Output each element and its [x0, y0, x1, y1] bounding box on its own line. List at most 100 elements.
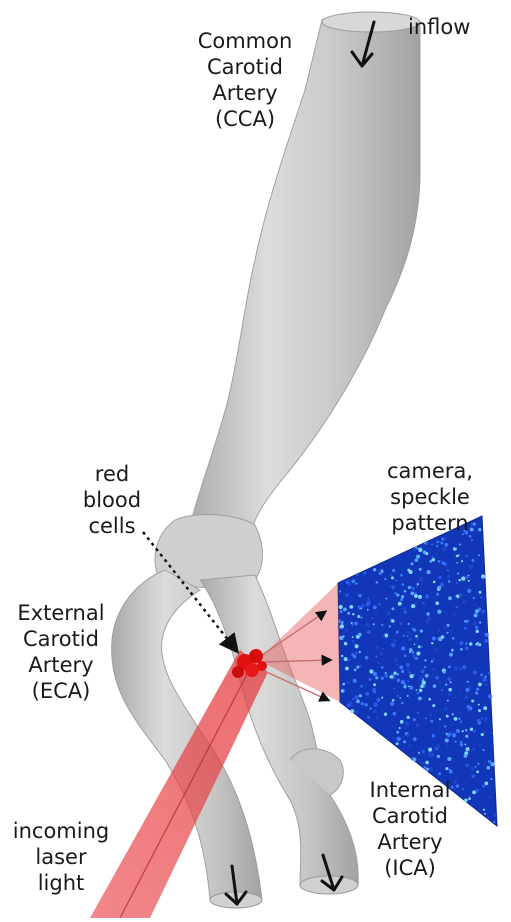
speckle-dot	[454, 546, 456, 548]
speckle-dot	[418, 759, 420, 761]
speckle-dot	[421, 669, 425, 673]
speckle-dot	[396, 742, 399, 745]
speckle-dot	[385, 672, 387, 674]
speckle-dot	[394, 659, 397, 662]
speckle-dot	[469, 564, 473, 568]
speckle-dot	[461, 576, 465, 580]
speckle-dot	[448, 688, 452, 692]
speckle-dot	[360, 685, 363, 688]
speckle-dot	[432, 734, 435, 737]
speckle-dot	[394, 688, 396, 690]
speckle-dot	[474, 613, 478, 617]
speckle-dot	[341, 580, 343, 582]
speckle-dot	[378, 662, 380, 664]
speckle-dot	[424, 666, 426, 668]
speckle-dot	[346, 594, 349, 597]
speckle-dot	[446, 715, 449, 718]
speckle-dot	[437, 586, 441, 590]
speckle-dot	[381, 676, 384, 679]
speckle-dot	[352, 613, 354, 615]
speckle-dot	[484, 639, 488, 643]
speckle-dot	[397, 673, 399, 675]
speckle-dot	[373, 703, 377, 707]
speckle-dot	[432, 556, 434, 558]
speckle-dot	[427, 616, 431, 620]
speckle-dot	[439, 637, 443, 641]
speckle-dot	[488, 795, 490, 797]
speckle-dot	[391, 576, 394, 579]
speckle-dot	[390, 585, 392, 587]
speckle-dot	[350, 709, 354, 713]
speckle-dot	[436, 593, 439, 596]
speckle-dot	[444, 543, 448, 547]
speckle-dot	[465, 575, 468, 578]
speckle-dot	[478, 704, 480, 706]
speckle-dot	[449, 770, 453, 774]
speckle-dot	[416, 692, 419, 695]
speckle-dot	[345, 629, 348, 632]
speckle-dot	[344, 657, 348, 661]
speckle-dot	[410, 586, 412, 588]
speckle-dot	[459, 543, 461, 545]
speckle-dot	[453, 614, 455, 616]
speckle-dot	[400, 574, 403, 577]
speckle-dot	[465, 735, 468, 738]
speckle-dot	[484, 717, 488, 721]
speckle-dot	[447, 677, 451, 681]
speckle-dot	[473, 671, 477, 675]
speckle-dot	[403, 610, 406, 613]
speckle-dot	[467, 681, 469, 683]
speckle-dot	[409, 744, 412, 747]
speckle-dot	[410, 674, 414, 678]
speckle-dot	[445, 767, 448, 770]
speckle-dot	[441, 689, 443, 691]
speckle-dot	[452, 733, 456, 737]
speckle-dot	[477, 642, 479, 644]
speckle-dot	[470, 728, 473, 731]
speckle-dot	[437, 610, 441, 614]
speckle-dot	[432, 704, 435, 707]
speckle-dot	[359, 665, 361, 667]
speckle-dot	[356, 573, 358, 575]
speckle-dot	[439, 718, 441, 720]
speckle-dot	[460, 743, 464, 747]
speckle-dot	[422, 750, 425, 753]
speckle-dot	[446, 733, 448, 735]
speckle-dot	[455, 578, 457, 580]
speckle-dot	[475, 789, 479, 793]
speckle-dot	[417, 548, 419, 550]
speckle-dot	[447, 744, 449, 746]
speckle-dot	[452, 713, 454, 715]
speckle-dot	[396, 664, 398, 666]
speckle-dot	[412, 651, 415, 654]
speckle-dot	[418, 595, 422, 599]
speckle-dot	[359, 651, 361, 653]
speckle-dot	[468, 686, 471, 689]
speckle-dot	[484, 731, 486, 733]
speckle-dot	[426, 612, 429, 615]
speckle-dot	[425, 674, 429, 678]
speckle-dot	[396, 631, 399, 634]
speckle-dot	[416, 724, 418, 726]
speckle-dot	[420, 584, 422, 586]
speckle-dot	[433, 668, 435, 670]
speckle-dot	[465, 688, 469, 692]
speckle-dot	[408, 686, 410, 688]
speckle-dot	[401, 670, 404, 673]
speckle-dot	[436, 541, 439, 544]
speckle-dot	[425, 542, 428, 545]
speckle-dot	[373, 672, 377, 676]
speckle-dot	[473, 621, 477, 625]
speckle-dot	[462, 730, 464, 732]
speckle-dot	[465, 647, 469, 651]
speckle-dot	[405, 722, 409, 726]
speckle-dot	[435, 553, 437, 555]
speckle-dot	[342, 683, 345, 686]
speckle-dot	[435, 676, 439, 680]
speckle-dot	[384, 674, 388, 678]
speckle-dot	[416, 651, 420, 655]
speckle-dot	[439, 576, 442, 579]
speckle-dot	[414, 594, 418, 598]
speckle-dot	[440, 542, 443, 545]
speckle-dot	[365, 623, 369, 627]
